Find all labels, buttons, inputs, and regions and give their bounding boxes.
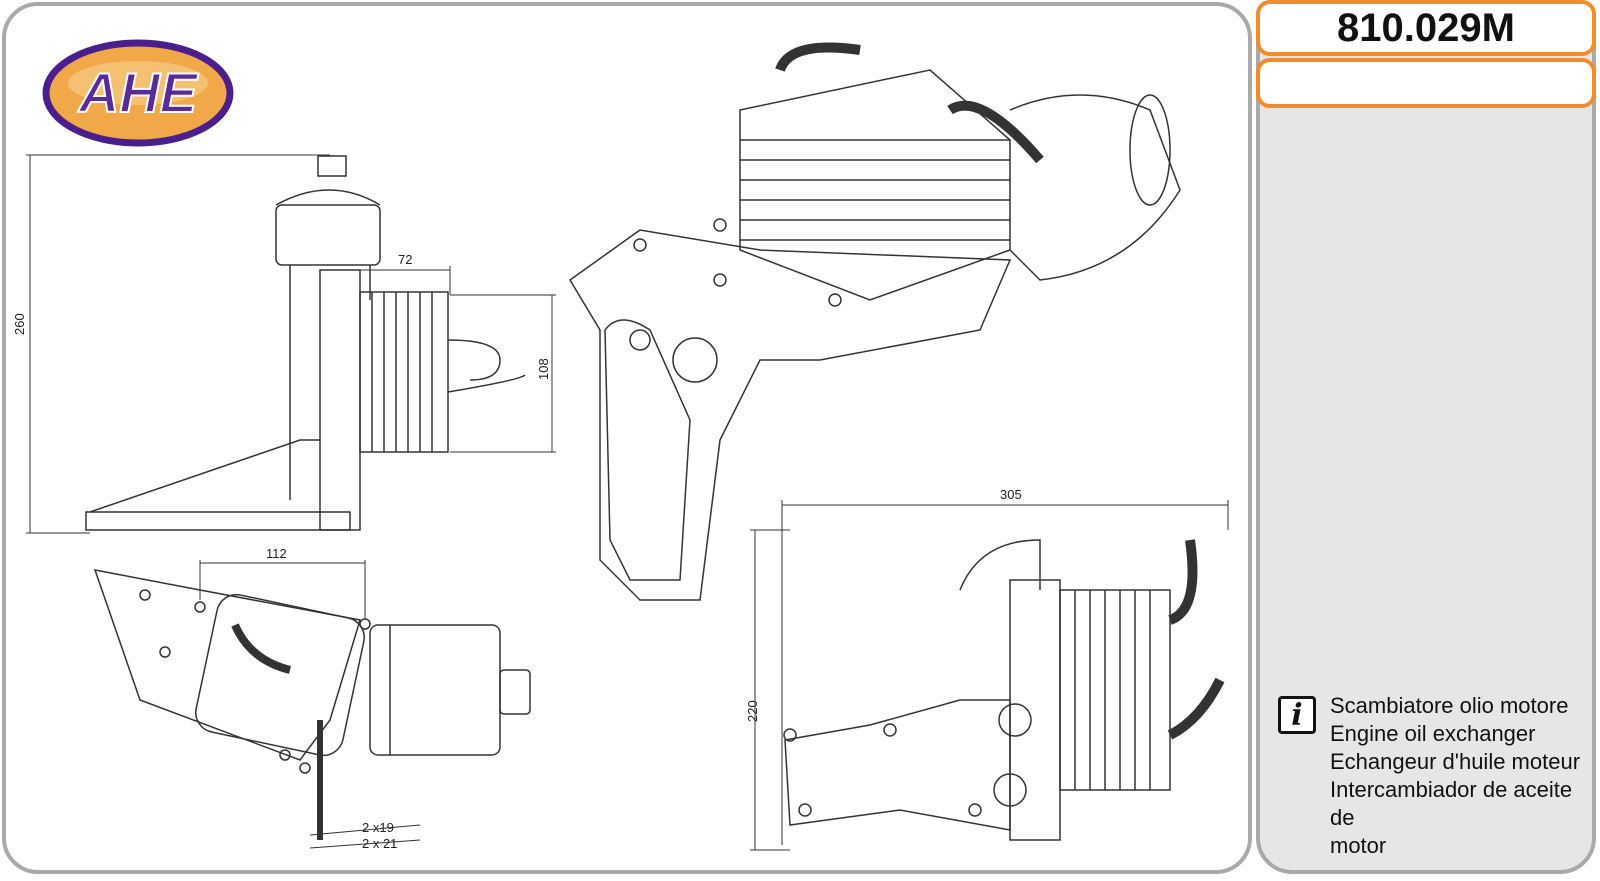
drawing-panel [2, 2, 1252, 874]
logo-text: AHE [77, 61, 199, 124]
description-line: motor [1330, 833, 1387, 858]
dim-width-top: 112 [266, 546, 287, 561]
secondary-code-box [1256, 58, 1596, 108]
side-view [26, 154, 556, 534]
product-code-box: 810.029M [1256, 0, 1596, 56]
dim-pipe-19: 2 x19 [362, 820, 394, 835]
dim-total-height: 220 [745, 700, 760, 722]
dim-height-side: 260 [12, 313, 27, 335]
description-line: Engine oil exchanger [1330, 721, 1536, 746]
dim-cooler-height: 108 [536, 358, 551, 380]
dim-total-width: 305 [1000, 487, 1022, 502]
dim-pipe-21: 2 x 21 [362, 836, 397, 851]
description-block: i Scambiatore olio motore Engine oil exc… [1278, 692, 1598, 858]
dim-width-cooler: 72 [398, 252, 412, 267]
technical-drawing: 260 72 108 112 2 x19 2 x 21 305 220 [12, 42, 1229, 851]
front-view [750, 500, 1229, 851]
top-view [93, 560, 531, 849]
description-line: Intercambiador de aceite de [1330, 777, 1573, 830]
product-code: 810.029M [1337, 5, 1515, 50]
description-line: Scambiatore olio motore [1330, 693, 1569, 718]
ahe-logo: AHE [42, 39, 234, 147]
description-line: Echangeur d'huile moteur [1330, 749, 1581, 774]
info-icon: i [1278, 696, 1316, 734]
description-list: Scambiatore olio motore Engine oil excha… [1330, 692, 1600, 860]
isometric-view [569, 42, 1181, 601]
